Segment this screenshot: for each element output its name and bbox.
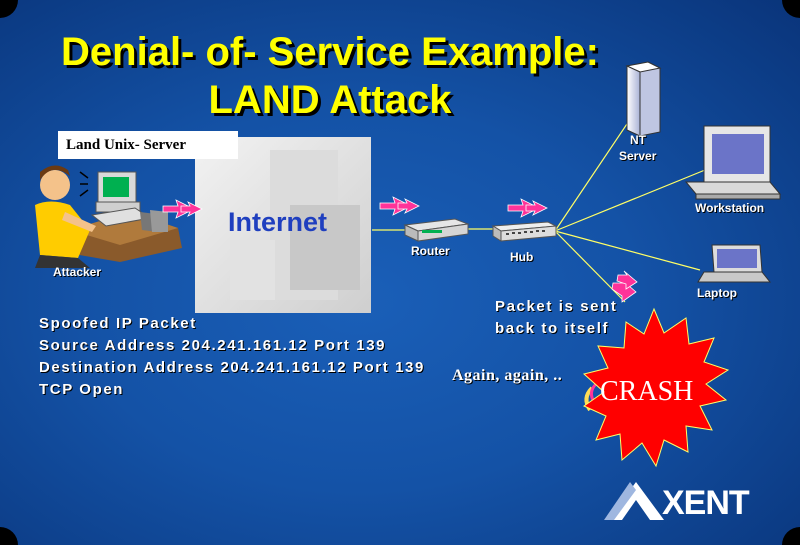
laptop-icon (697, 244, 772, 283)
laptop-label: Laptop (697, 286, 737, 300)
server-label: Land Unix- Server (58, 131, 238, 159)
crash-text: CRASH (600, 376, 694, 407)
workstation-icon (684, 125, 782, 200)
packet-sent-line-2: back to itself (495, 320, 610, 337)
nt-server-label-1: NT (630, 133, 646, 147)
nt-server-icon (625, 61, 662, 137)
title-line-1: Denial- of- Service Example: (61, 30, 599, 74)
packet-info-line-3: Destination Address 204.241.161.12 Port … (39, 359, 425, 376)
hub-icon (491, 221, 558, 242)
axent-logo-text: XENT (662, 484, 750, 522)
attacker-icon (35, 165, 182, 268)
router-label: Router (411, 244, 450, 258)
packet-info-line-1: Spoofed IP Packet (39, 315, 197, 332)
router-icon (403, 218, 470, 242)
internet-box (195, 137, 371, 313)
attacker-label: Attacker (53, 265, 102, 279)
hub-label: Hub (510, 250, 534, 264)
workstation-label: Workstation (695, 201, 765, 215)
packet-arrows (162, 196, 638, 303)
packet-sent-line-1: Packet is sent (495, 298, 618, 315)
crash-starburst (582, 307, 730, 468)
corner-br (782, 527, 800, 545)
axent-logo-icon (604, 482, 664, 520)
again-text: Again, again, .. (452, 367, 563, 384)
nt-server-label-2: Server (619, 149, 657, 163)
packet-info-line-2: Source Address 204.241.161.12 Port 139 (39, 337, 387, 354)
internet-label: Internet (228, 207, 328, 237)
packet-info-line-4: TCP Open (39, 381, 125, 398)
title-line-2: LAND Attack (208, 78, 452, 122)
